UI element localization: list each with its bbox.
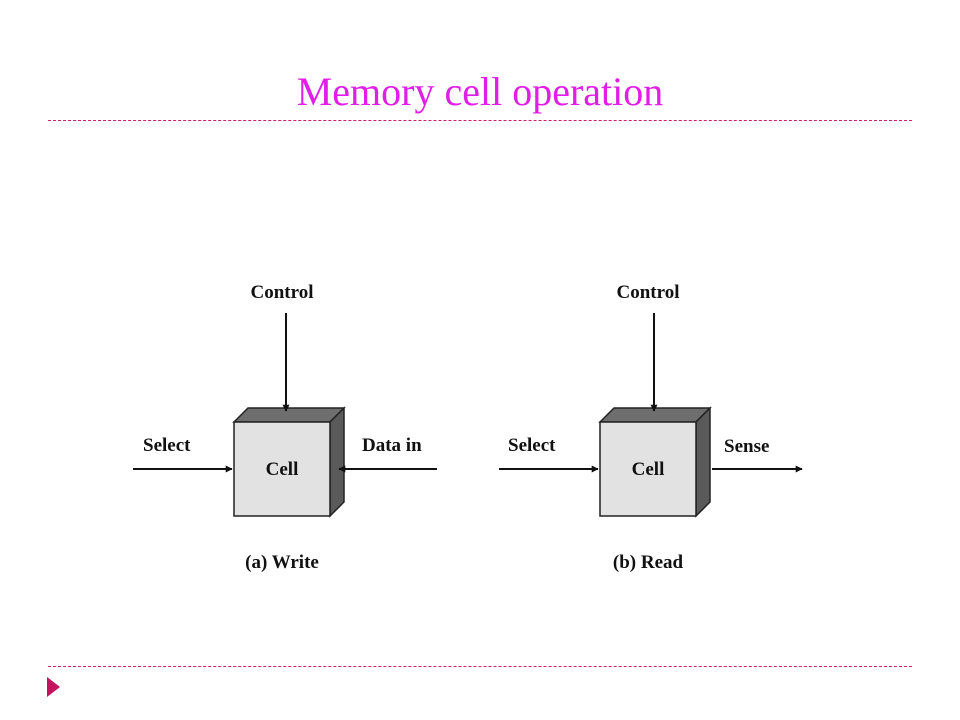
read-panel: Cell Control Select Sense (b) Read: [499, 282, 803, 573]
write-caption: (a) Write: [245, 552, 319, 573]
read-sense-label: Sense: [724, 436, 769, 457]
triangle-right-icon: [47, 677, 60, 697]
write-cell: [232, 406, 346, 518]
write-select-label: Select: [143, 435, 191, 456]
footer-divider: [48, 666, 912, 667]
title-divider: [48, 120, 912, 121]
read-cell: [598, 406, 712, 518]
write-control-label: Control: [251, 282, 314, 303]
write-panel: Cell Control Select Data in (a) Write: [133, 282, 437, 573]
read-select-label: Select: [508, 435, 556, 456]
read-cell-label: Cell: [632, 459, 665, 480]
read-control-label: Control: [617, 282, 680, 303]
slide-title: Memory cell operation: [296, 69, 664, 114]
write-data-in-label: Data in: [362, 435, 422, 456]
read-caption: (b) Read: [613, 552, 684, 573]
write-cell-label: Cell: [266, 459, 299, 480]
